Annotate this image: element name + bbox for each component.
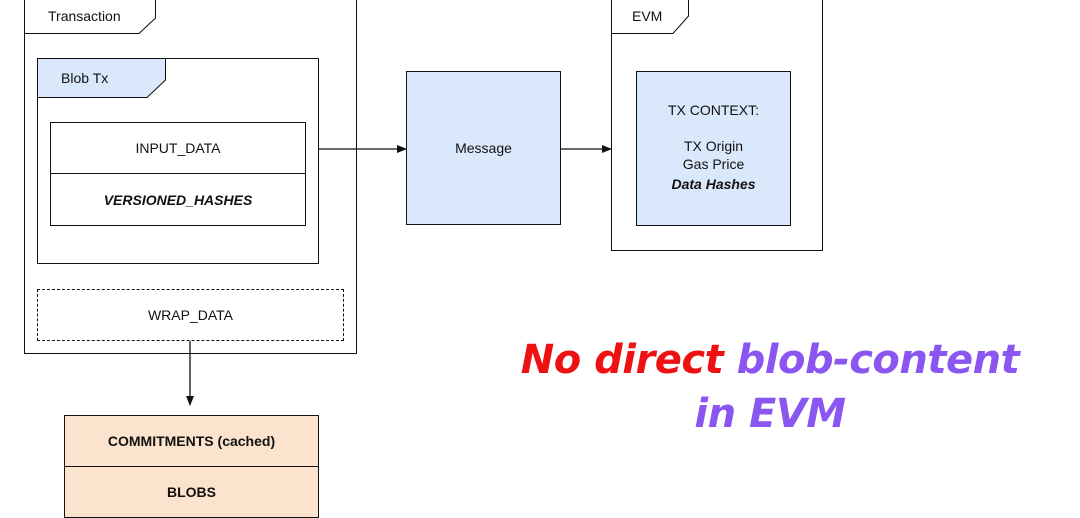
tx-context-title: TX CONTEXT:: [667, 102, 759, 118]
commitments-row: COMMITMENTS (cached): [64, 415, 319, 467]
evm-tab-label: EVM: [632, 8, 663, 24]
blobs-row: BLOBS: [64, 466, 319, 518]
tx-origin-label: TX Origin: [683, 138, 744, 154]
headline: No direct blob-content in EVM: [470, 333, 1070, 441]
wrap-data-label: WRAP_DATA: [147, 307, 234, 323]
versioned-hashes-label: VERSIONED_HASHES: [103, 191, 253, 208]
versioned-hashes-field: VERSIONED_HASHES: [50, 173, 306, 226]
tx-context-box: TX CONTEXT: TX Origin Gas Price Data Has…: [636, 71, 791, 226]
data-hashes-label: Data Hashes: [671, 176, 756, 192]
message-box: Message: [406, 71, 561, 225]
blob-tx-tab-label: Blob Tx: [61, 70, 109, 86]
transaction-container: [24, 0, 357, 354]
blob-tx-tab: Blob Tx: [37, 58, 166, 98]
message-label: Message: [455, 140, 512, 156]
evm-tab: EVM: [611, 0, 689, 34]
wrap-data-box: WRAP_DATA: [37, 289, 344, 341]
headline-line-1: No direct blob-content: [470, 333, 1070, 387]
blobs-label: BLOBS: [167, 484, 216, 500]
headline-blob-content: blob-content: [736, 337, 1020, 383]
commitments-label: COMMITMENTS (cached): [107, 433, 276, 449]
tab-shape-icon: [611, 0, 689, 34]
transaction-tab: Transaction: [24, 0, 156, 34]
tab-shape-icon: [24, 0, 156, 34]
transaction-tab-label: Transaction: [48, 8, 121, 24]
input-data-label: INPUT_DATA: [135, 140, 221, 156]
headline-no-direct: No direct: [520, 337, 724, 383]
input-data-field: INPUT_DATA: [50, 122, 306, 174]
headline-line-2: in EVM: [694, 391, 846, 437]
evm-container: [611, 0, 823, 251]
blob-tx-container: [37, 58, 319, 264]
gas-price-label: Gas Price: [682, 156, 745, 172]
tab-shape-icon: [37, 58, 166, 98]
